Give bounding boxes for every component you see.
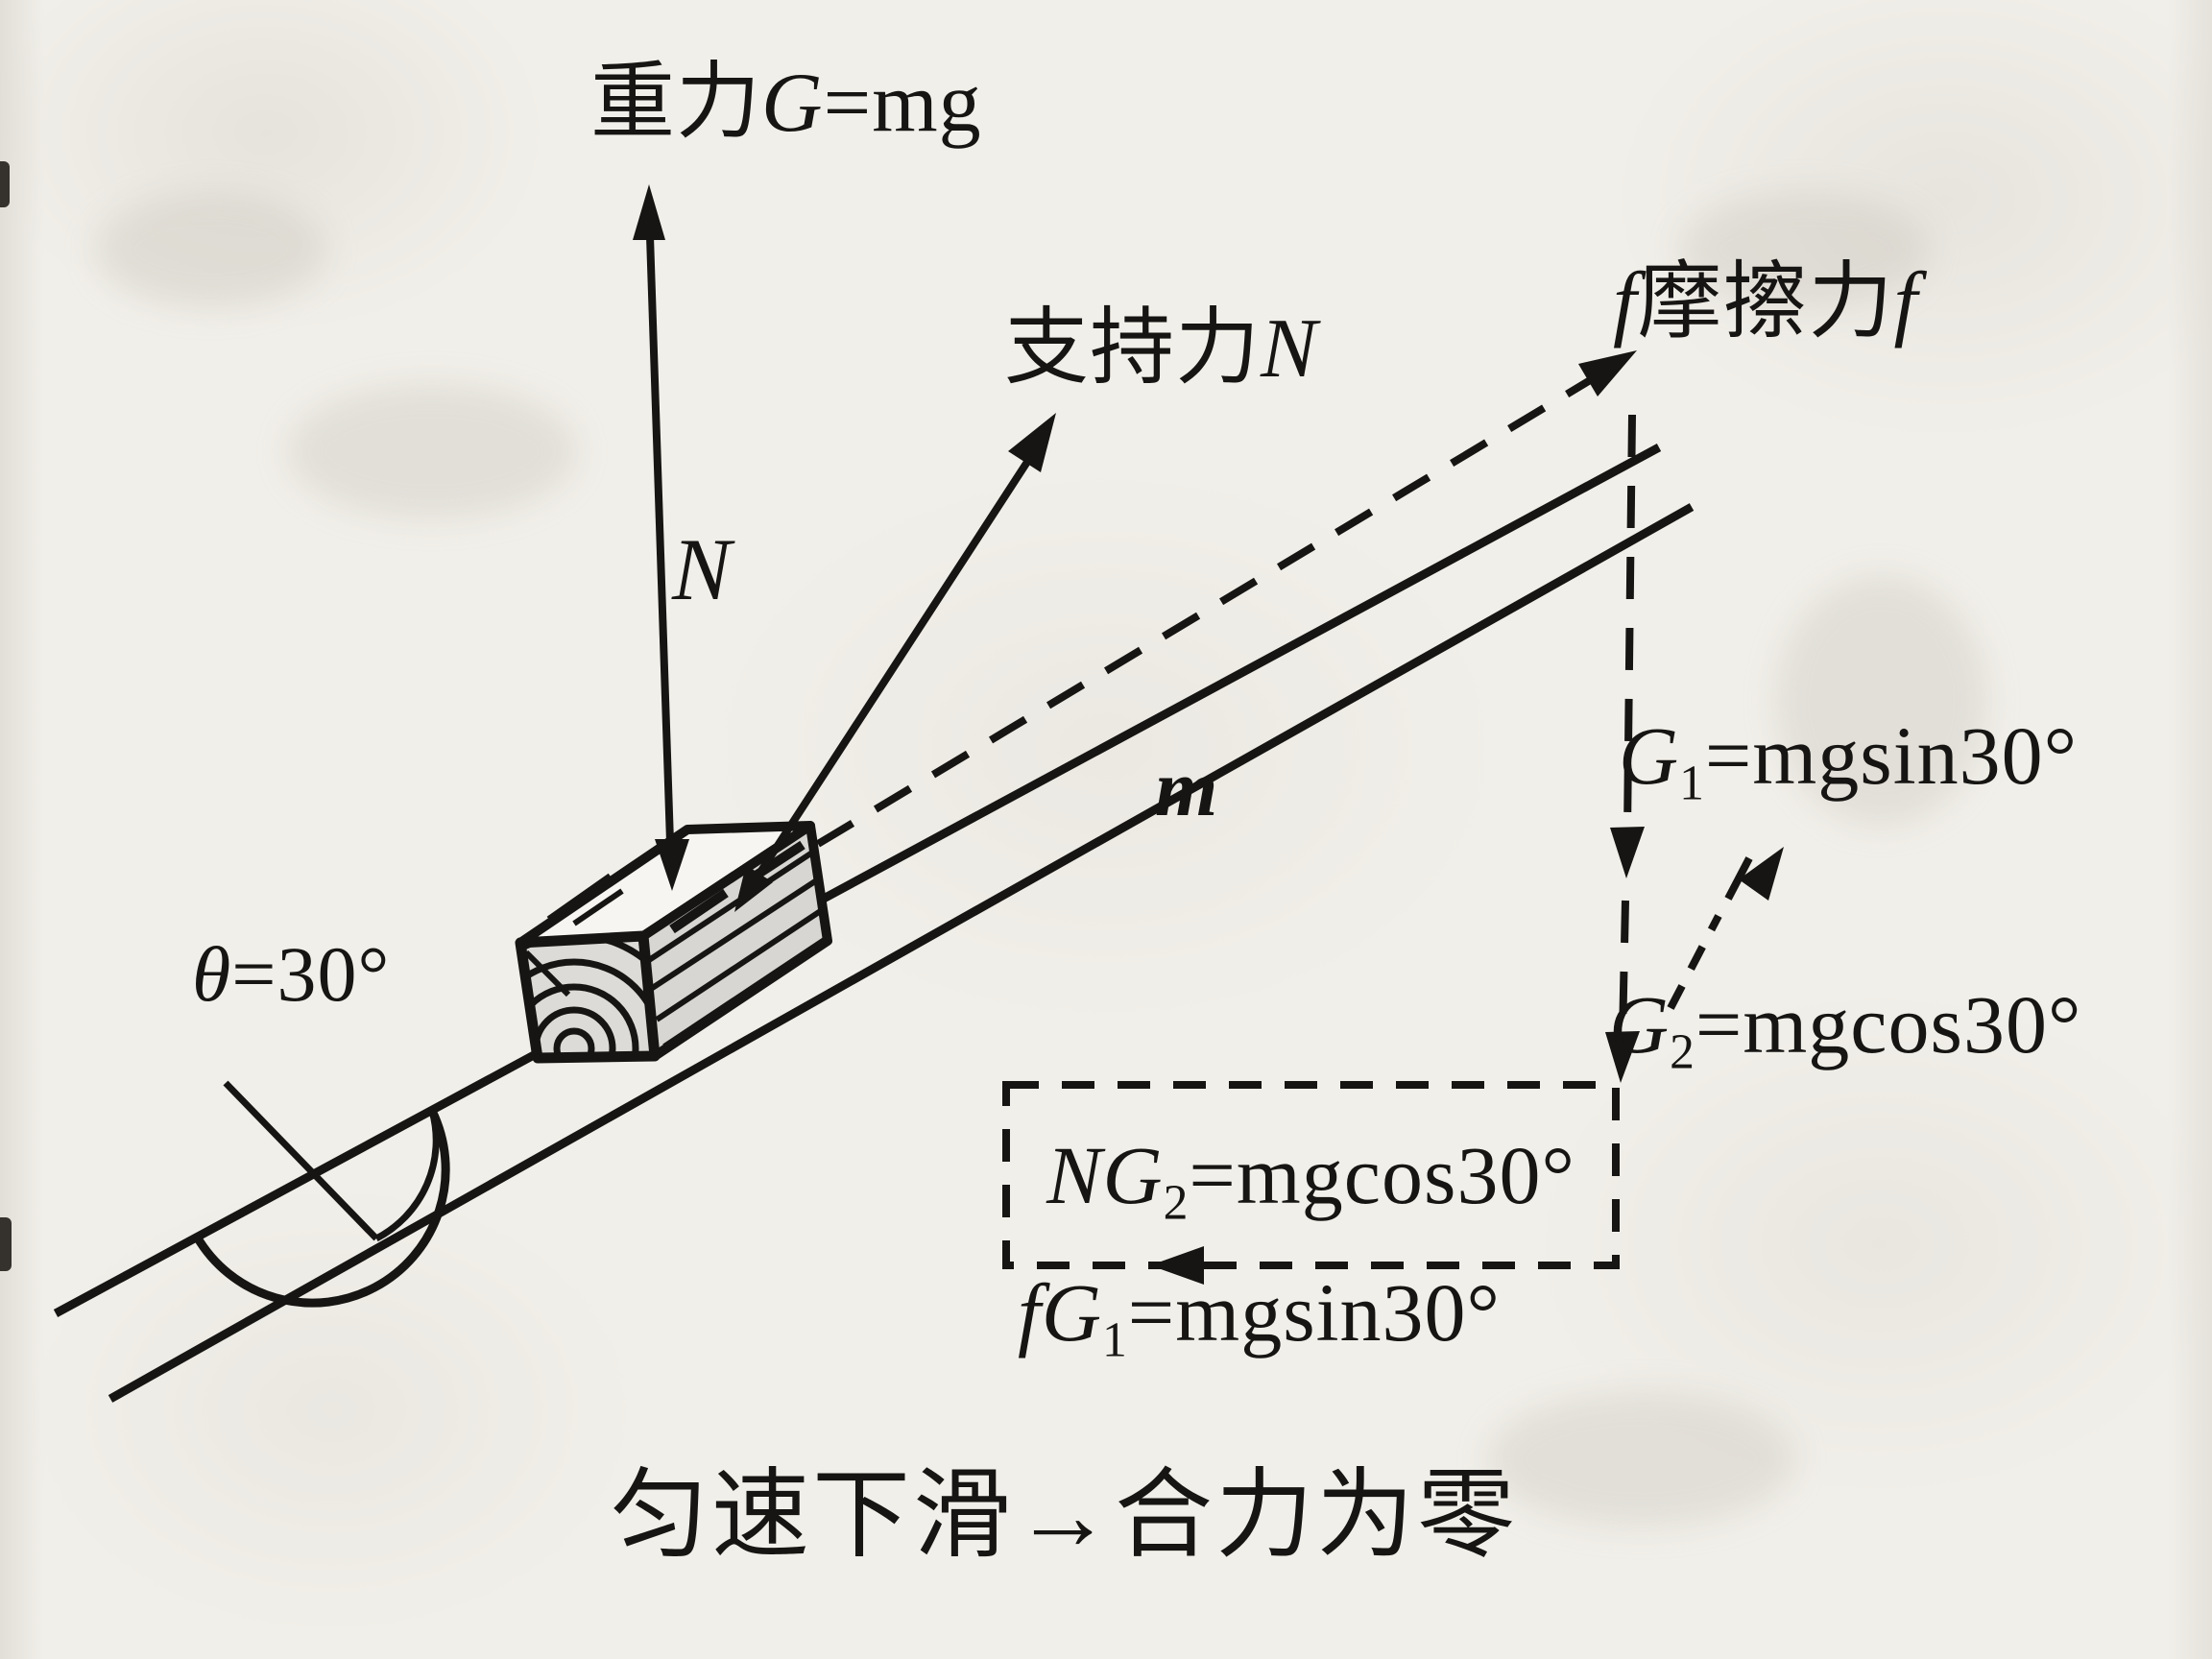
- scan-smudge: [96, 192, 326, 307]
- down-arrowhead-icon: [1610, 827, 1645, 878]
- left-arrowhead-icon: [1150, 1246, 1204, 1285]
- scan-edge-mark: [0, 1217, 12, 1271]
- support-symbol: N: [1261, 302, 1318, 396]
- fg1-subscript: 1: [1102, 1312, 1128, 1368]
- caption-string: 匀速下滑→合力为零: [611, 1462, 1518, 1571]
- scan-smudge: [1488, 1392, 1795, 1527]
- support-arrow: [734, 413, 1056, 912]
- down-arrowhead-icon: [655, 839, 689, 891]
- box-equation-label: NG2=mgcos30°: [1046, 1128, 1575, 1228]
- fg1-equation-label: fG1=mgsin30°: [1018, 1266, 1501, 1365]
- incline-surface-line: [53, 444, 1662, 1317]
- angle-value: =30°: [231, 930, 391, 1018]
- fg1-symbols: fG: [1018, 1266, 1102, 1358]
- g1-component-label: G1=mgsin30°: [1619, 709, 2079, 808]
- slope-arrowhead-icon: [1578, 350, 1637, 397]
- friction-arrow: [815, 350, 1637, 848]
- scan-smudge: [288, 384, 576, 518]
- friction-symbol-pre: f: [1613, 256, 1638, 349]
- support-cjk: 支持力: [1004, 302, 1262, 396]
- box-equation-subscript: 2: [1163, 1175, 1190, 1231]
- scan-smudge: [1776, 576, 1987, 826]
- mass-symbol: m: [1155, 744, 1219, 833]
- friction-symbol-post: f: [1893, 256, 1918, 349]
- gravity-force-label: 重力G=mg: [590, 57, 982, 150]
- resultant-dashed-arrow: [1667, 847, 1784, 1010]
- equilibrium-box: [1002, 1081, 1620, 1285]
- down-arrowhead-icon: [1605, 1031, 1640, 1083]
- box-equation-symbols: NG: [1046, 1128, 1164, 1221]
- up-right-arrowhead-icon: [1739, 847, 1784, 901]
- mass-label: m: [1155, 744, 1219, 833]
- normal-symbol-label: N: [672, 523, 732, 616]
- equilibrium-box-content: NG2=mgcos30°: [1006, 1085, 1616, 1265]
- fg1-formula: =mgsin30°: [1127, 1266, 1501, 1358]
- g2-component-label: G2=mgcos30°: [1609, 978, 2082, 1077]
- up-arrowhead-icon: [633, 184, 665, 240]
- up-right-arrowhead-icon: [1008, 413, 1056, 472]
- friction-force-label: f摩擦力f: [1613, 256, 1918, 349]
- g2-formula: =mgcos30°: [1695, 978, 2082, 1070]
- gravity-symbol: G: [761, 57, 824, 150]
- g1-arrow: [1610, 414, 1645, 878]
- incline-lower-line: [108, 503, 1695, 1403]
- scan-edge-mark: [0, 161, 10, 207]
- g2-subscript: 2: [1670, 1024, 1695, 1080]
- block: [515, 821, 832, 1064]
- gravity-cjk: 重力: [590, 57, 762, 150]
- g2-symbol: G: [1609, 978, 1671, 1070]
- down-left-arrowhead-icon: [734, 865, 773, 912]
- block-top-grain: [546, 873, 624, 926]
- gravity-arrow: [633, 184, 689, 891]
- g1-subscript: 1: [1679, 756, 1705, 811]
- g1-formula: =mgsin30°: [1704, 709, 2079, 802]
- angle-arc: [193, 1080, 450, 1308]
- g2-arrow: [1605, 900, 1640, 1083]
- scan-smudge: [1680, 192, 1930, 307]
- gravity-formula: =mg: [823, 57, 982, 150]
- angle-label: θ=30°: [192, 930, 391, 1018]
- caption-text: 匀速下滑→合力为零: [611, 1465, 1518, 1568]
- box-equation-formula: =mgcos30°: [1189, 1128, 1575, 1221]
- g1-symbol: G: [1619, 709, 1680, 802]
- angle-symbol: θ: [192, 930, 232, 1018]
- friction-cjk: 摩擦力: [1637, 256, 1894, 349]
- support-force-label: 支持力N: [1004, 302, 1318, 396]
- normal-symbol: N: [672, 520, 733, 618]
